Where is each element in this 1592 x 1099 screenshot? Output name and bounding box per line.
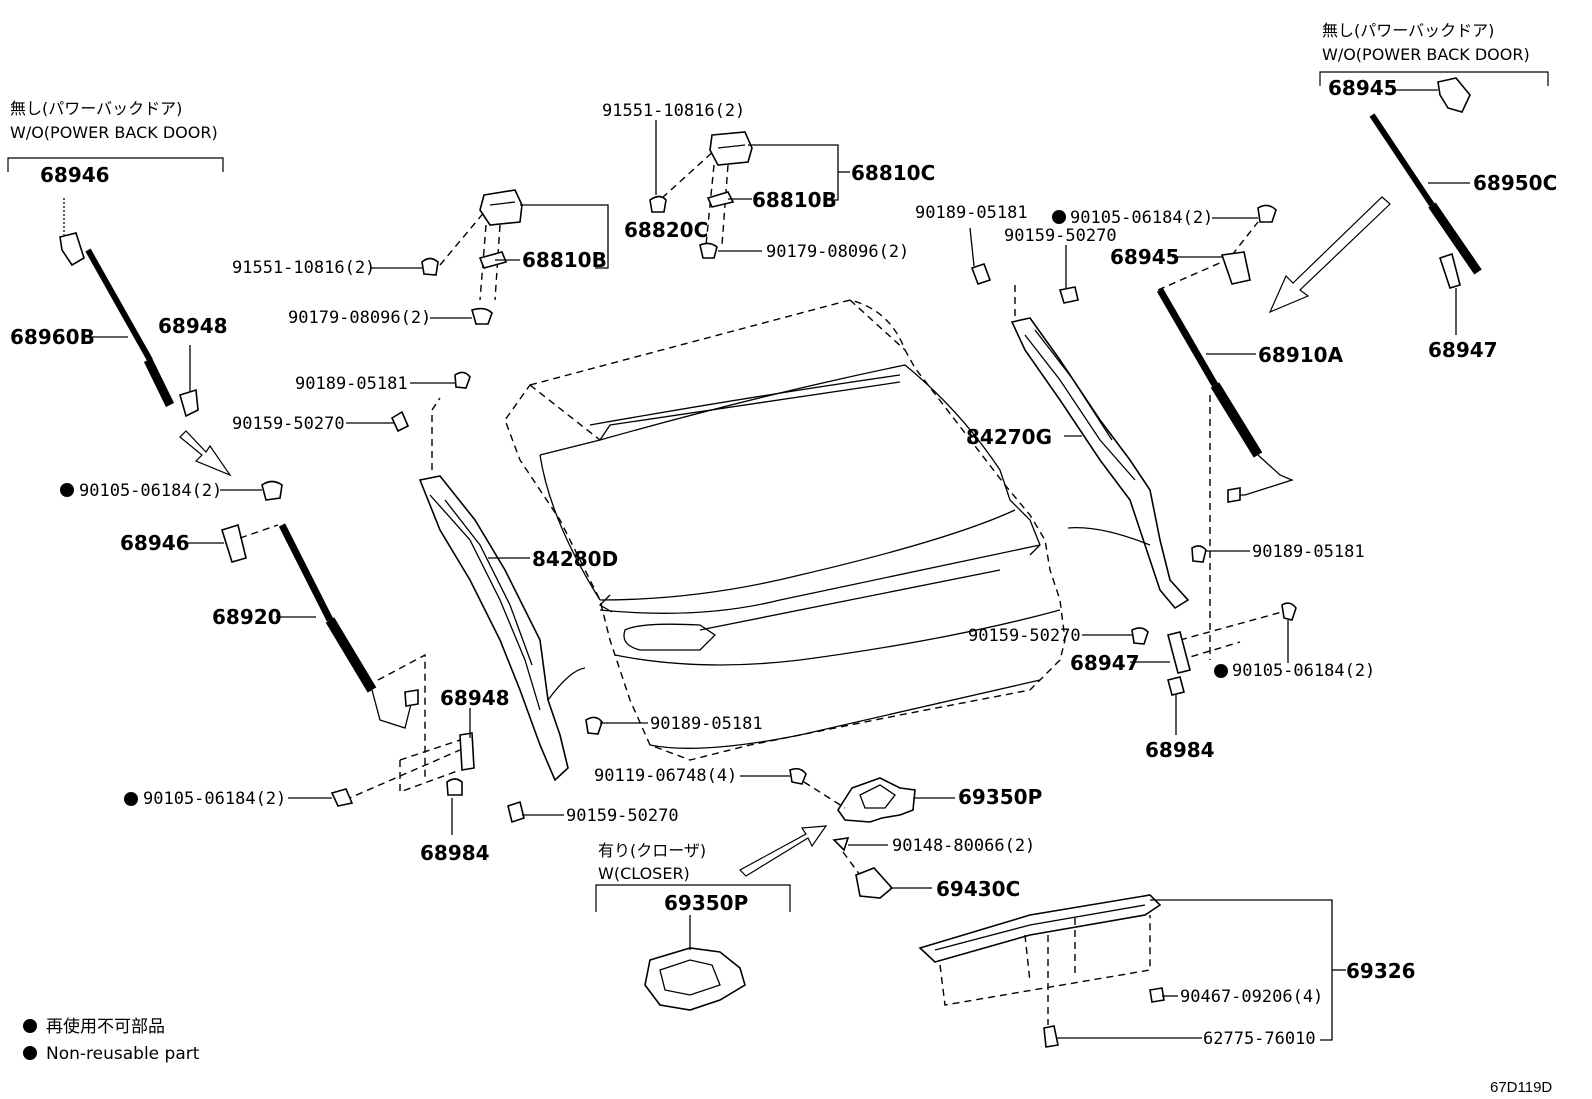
closer-lock — [644, 915, 746, 1011]
right-upper-strut — [1319, 71, 1549, 289]
label-90105-top-right[interactable]: 90105-06184(2) — [1070, 208, 1213, 228]
label-69350p[interactable]: 69350P — [958, 785, 1042, 809]
label-68945-mid[interactable]: 68945 — [1110, 245, 1180, 269]
legend-jp: 再使用不可部品 — [46, 1016, 165, 1037]
right-hinge — [649, 131, 753, 259]
non-reusable-markers — [23, 210, 1228, 1060]
label-68947-top[interactable]: 68947 — [1428, 338, 1498, 362]
label-62775[interactable]: 62775-76010 — [1203, 1029, 1316, 1049]
right-side-trim — [970, 262, 1207, 645]
label-68945-top[interactable]: 68945 — [1328, 76, 1398, 100]
label-90189-left[interactable]: 90189-05181 — [295, 374, 408, 394]
left-lower-strut — [220, 480, 475, 807]
right-lower-strut — [1156, 204, 1297, 696]
label-68820c[interactable]: 68820C — [624, 218, 708, 242]
left-hinge — [421, 189, 523, 325]
label-90159-top-right[interactable]: 90159-50270 — [1004, 226, 1117, 246]
label-91551-top[interactable]: 91551-10816(2) — [602, 101, 745, 121]
label-68947-right[interactable]: 68947 — [1070, 651, 1140, 675]
back-door-panel — [504, 299, 1066, 761]
diagram-code: 67D119D — [1490, 1079, 1552, 1096]
label-68950c[interactable]: 68950C — [1473, 171, 1557, 195]
part-labels: 68946 68960B 68948 90105-06184(2) 68946 … — [10, 76, 1557, 1049]
caption-right-en: W/O(POWER BACK DOOR) — [1322, 45, 1530, 64]
label-69350p-box[interactable]: 69350P — [664, 891, 748, 915]
left-side-trim — [390, 371, 603, 824]
label-90119[interactable]: 90119-06748(4) — [594, 766, 737, 786]
label-90179-left[interactable]: 90179-08096(2) — [288, 308, 431, 328]
label-91551-left[interactable]: 91551-10816(2) — [232, 258, 375, 278]
leader-lines — [86, 89, 1470, 1041]
label-69326[interactable]: 69326 — [1346, 959, 1416, 983]
label-90148[interactable]: 90148-80066(2) — [892, 836, 1035, 856]
label-68948-top[interactable]: 68948 — [158, 314, 228, 338]
label-90189-right[interactable]: 90189-05181 — [1252, 542, 1365, 562]
label-68948-bottom[interactable]: 68948 — [440, 686, 510, 710]
back-door-skin — [539, 364, 1061, 749]
label-90105-left-mid[interactable]: 90105-06184(2) — [79, 481, 222, 501]
arrow-left — [179, 430, 232, 477]
label-90189-top-right[interactable]: 90189-05181 — [915, 203, 1028, 223]
label-84270g[interactable]: 84270G — [966, 425, 1052, 449]
label-90179-right[interactable]: 90179-08096(2) — [766, 242, 909, 262]
label-84280d[interactable]: 84280D — [532, 547, 618, 571]
label-68984-right[interactable]: 68984 — [1145, 738, 1215, 762]
arrow-closer — [739, 825, 828, 877]
label-90159-left[interactable]: 90159-50270 — [232, 414, 345, 434]
back-door-lock — [789, 767, 916, 899]
lower-garnish — [918, 894, 1165, 1048]
label-68810b-right[interactable]: 68810B — [752, 188, 837, 212]
label-68984-left[interactable]: 68984 — [420, 841, 490, 865]
label-68946-top[interactable]: 68946 — [40, 163, 110, 187]
label-90189-center[interactable]: 90189-05181 — [650, 714, 763, 734]
label-68810b-left[interactable]: 68810B — [522, 248, 607, 272]
caption-closer-en: W(CLOSER) — [598, 864, 690, 883]
legend-en: Non-reusable part — [46, 1044, 200, 1064]
label-90105-left-bottom[interactable]: 90105-06184(2) — [143, 789, 286, 809]
label-90159-center[interactable]: 90159-50270 — [566, 806, 679, 826]
caption-left-jp: 無し(パワーバックドア) — [10, 99, 182, 118]
arrow-right — [1268, 196, 1391, 314]
caption-closer-jp: 有り(クローザ) — [598, 841, 706, 860]
label-90105-right[interactable]: 90105-06184(2) — [1232, 661, 1375, 681]
label-68920[interactable]: 68920 — [212, 605, 282, 629]
label-68946-mid[interactable]: 68946 — [120, 531, 190, 555]
label-68910a[interactable]: 68910A — [1258, 343, 1344, 367]
label-68810c[interactable]: 68810C — [851, 161, 935, 185]
left-upper-strut — [7, 157, 224, 418]
caption-right-jp: 無し(パワーバックドア) — [1322, 21, 1494, 40]
label-90467[interactable]: 90467-09206(4) — [1180, 987, 1323, 1007]
caption-left-en: W/O(POWER BACK DOOR) — [10, 123, 218, 142]
label-69430c[interactable]: 69430C — [936, 877, 1020, 901]
label-90159-right[interactable]: 90159-50270 — [968, 626, 1081, 646]
label-68960b[interactable]: 68960B — [10, 325, 95, 349]
